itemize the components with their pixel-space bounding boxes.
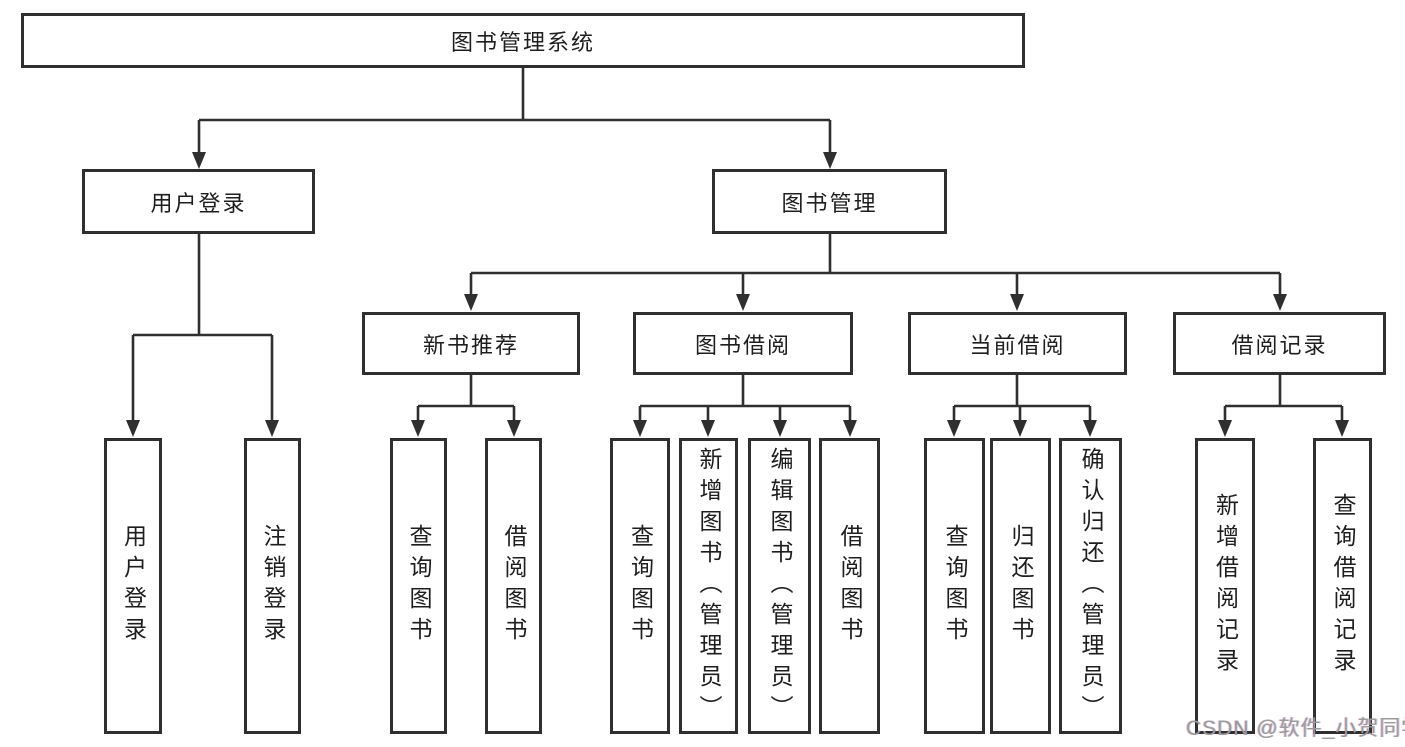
- leaf-query-books-recommend: 查询图书: [390, 438, 447, 734]
- leaf-return-books: 归还图书: [990, 438, 1051, 734]
- node-label: 归还图书: [1008, 524, 1034, 648]
- arrowhead-icon: [701, 420, 715, 437]
- node-new-book-recommendation: 新书推荐: [362, 312, 580, 375]
- arrowhead-icon: [947, 420, 961, 437]
- arrowhead-icon: [736, 294, 750, 311]
- node-label: 查询图书: [627, 524, 654, 648]
- node-label: 新书推荐: [422, 332, 519, 358]
- node-system-root: 图书管理系统: [21, 13, 1025, 68]
- arrowhead-icon: [192, 152, 206, 169]
- node-label: 查询借阅记录: [1330, 493, 1356, 679]
- arrowhead-icon: [633, 420, 647, 437]
- arrowhead-icon: [507, 420, 521, 437]
- arrowhead-icon: [1010, 294, 1024, 311]
- node-label: 查询图书: [942, 524, 968, 648]
- node-label: 新增借阅记录: [1212, 493, 1239, 679]
- arrowhead-icon: [265, 420, 279, 437]
- node-label: 图书管理: [781, 190, 878, 216]
- leaf-borrow-books-recommend: 借阅图书: [485, 438, 542, 734]
- node-label: 新增图书（管理员）: [696, 446, 722, 726]
- node-label: 用户登录: [150, 190, 247, 216]
- leaf-logout-login: 注销登录: [244, 438, 301, 734]
- arrowhead-icon: [773, 420, 787, 437]
- arrowhead-icon: [1013, 420, 1027, 437]
- leaf-borrow-books-borrowing: 借阅图书: [819, 438, 880, 734]
- arrowhead-icon: [126, 420, 140, 437]
- node-label: 图书借阅: [694, 332, 791, 358]
- csdn-watermark: CSDN @软件_小贺同学: [1186, 717, 1405, 740]
- node-label: 借阅图书: [837, 524, 863, 648]
- leaf-query-borrow-record: 查询借阅记录: [1313, 438, 1372, 734]
- arrowhead-icon: [1335, 420, 1349, 437]
- leaf-user-login: 用户登录: [104, 438, 162, 734]
- node-book-borrowing: 图书借阅: [633, 312, 853, 375]
- leaf-add-book-admin: 新增图书（管理员）: [679, 438, 738, 734]
- node-label: 编辑图书（管理员）: [767, 446, 793, 726]
- arrowhead-icon: [411, 420, 425, 437]
- arrowhead-icon: [1273, 294, 1287, 311]
- node-label: 借阅记录: [1231, 332, 1328, 358]
- node-borrowing-records: 借阅记录: [1173, 312, 1386, 375]
- node-current-borrowing: 当前借阅: [908, 312, 1127, 375]
- arrowhead-icon: [1083, 420, 1097, 437]
- arrowhead-icon: [1218, 420, 1232, 437]
- arrowhead-icon: [843, 420, 857, 437]
- arrowhead-icon: [823, 152, 837, 169]
- node-label: 图书管理系统: [450, 29, 595, 55]
- node-label: 当前借阅: [969, 332, 1066, 358]
- leaf-confirm-return-admin: 确认归还（管理员）: [1059, 438, 1122, 734]
- node-user-login: 用户登录: [82, 169, 315, 234]
- node-label: 借阅图书: [501, 524, 527, 648]
- node-label: 查询图书: [406, 524, 432, 648]
- node-book-management: 图书管理: [712, 169, 947, 234]
- node-label: 注销登录: [260, 524, 286, 648]
- arrowhead-icon: [464, 294, 478, 311]
- node-label: 用户登录: [120, 524, 147, 648]
- leaf-add-borrow-record: 新增借阅记录: [1195, 438, 1255, 734]
- leaf-query-books-borrowing: 查询图书: [610, 438, 670, 734]
- leaf-edit-book-admin: 编辑图书（管理员）: [748, 438, 811, 734]
- node-label: 确认归还（管理员）: [1078, 446, 1104, 726]
- leaf-query-books-current: 查询图书: [924, 438, 985, 734]
